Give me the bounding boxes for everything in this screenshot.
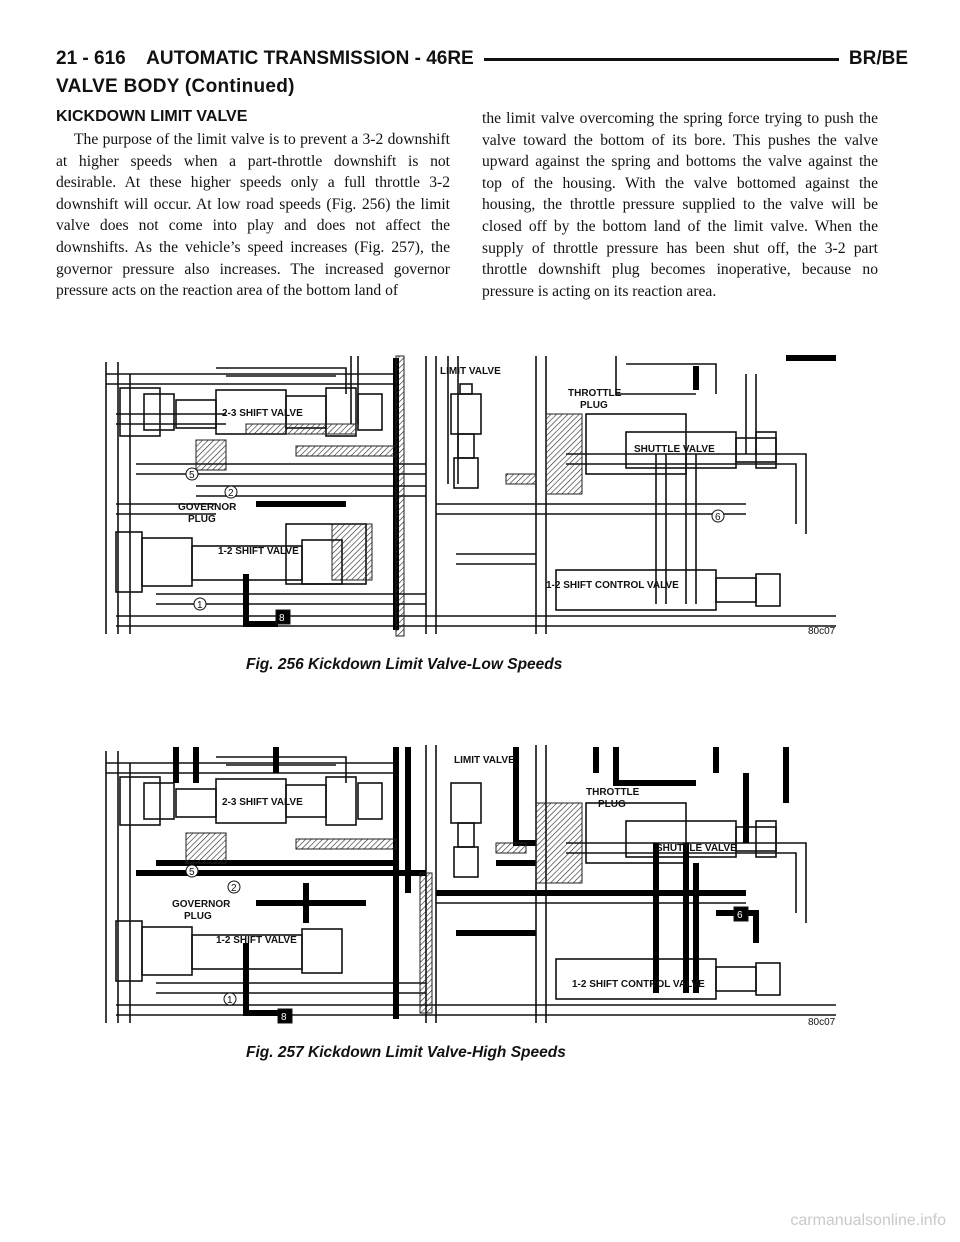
callout-2: 2 [228,488,234,499]
callout-8: 8 [279,613,285,624]
figure-257-diagram: 2-3 SHIFT VALVE LIMIT VALVE THROTTLE PLU… [105,745,836,1027]
label-1-2-shift-valve: 1-2 SHIFT VALVE [216,935,297,946]
callout-1: 1 [197,600,203,611]
label-throttle-plug: PLUG [598,799,626,810]
figure-code: 80c07143 [808,1017,836,1027]
section-title: KICKDOWN LIMIT VALVE [56,108,248,125]
body-text-right-column: the limit valve overcoming the spring fo… [482,110,878,300]
figure-code: 80c07142 [808,626,836,637]
section-continued-heading: VALVE BODY (Continued) [56,76,295,97]
label-throttle: THROTTLE [568,388,622,399]
label-governor: GOVERNOR [178,502,237,513]
callout-6: 6 [737,910,743,921]
label-governor: GOVERNOR [172,899,231,910]
label-throttle: THROTTLE [586,787,640,798]
body-text-left-column: The purpose of the limit valve is to pre… [56,131,450,300]
label-throttle-plug: PLUG [580,400,608,411]
figure-256-caption: Fig. 256 Kickdown Limit Valve-Low Speeds [246,656,563,673]
callout-6: 6 [715,512,721,523]
label-shuttle-valve: SHUTTLE VALVE [656,843,737,854]
label-limit-valve: LIMIT VALVE [454,755,515,766]
figure-257-caption: Fig. 257 Kickdown Limit Valve-High Speed… [246,1044,566,1061]
label-2-3-shift-valve: 2-3 SHIFT VALVE [222,797,303,808]
callout-5: 5 [189,470,195,481]
callout-1: 1 [227,995,233,1006]
label-2-3-shift-valve: 2-3 SHIFT VALVE [222,408,303,419]
header-rule [483,57,839,61]
label-shuttle-valve: SHUTTLE VALVE [634,444,715,455]
header-model: BR/BE [848,48,908,69]
header-title: 21 - 616 AUTOMATIC TRANSMISSION - 46RE [56,48,474,69]
watermark-footer: carmanualsonline.info [790,1212,946,1229]
label-1-2-shift-control-valve: 1-2 SHIFT CONTROL VALVE [572,979,705,990]
label-limit-valve: LIMIT VALVE [440,366,501,377]
label-governor-plug: PLUG [184,911,212,922]
callout-5: 5 [189,867,195,878]
label-1-2-shift-valve: 1-2 SHIFT VALVE [218,546,299,557]
page-header: 21 - 616 AUTOMATIC TRANSMISSION - 46RE B… [56,44,908,74]
callout-8: 8 [281,1012,287,1023]
figure-256-diagram: 2-3 SHIFT VALVE LIMIT VALVE THROTTLE PLU… [105,355,836,637]
label-1-2-shift-control-valve: 1-2 SHIFT CONTROL VALVE [546,580,679,591]
callout-2: 2 [231,883,237,894]
label-governor-plug: PLUG [188,514,216,525]
